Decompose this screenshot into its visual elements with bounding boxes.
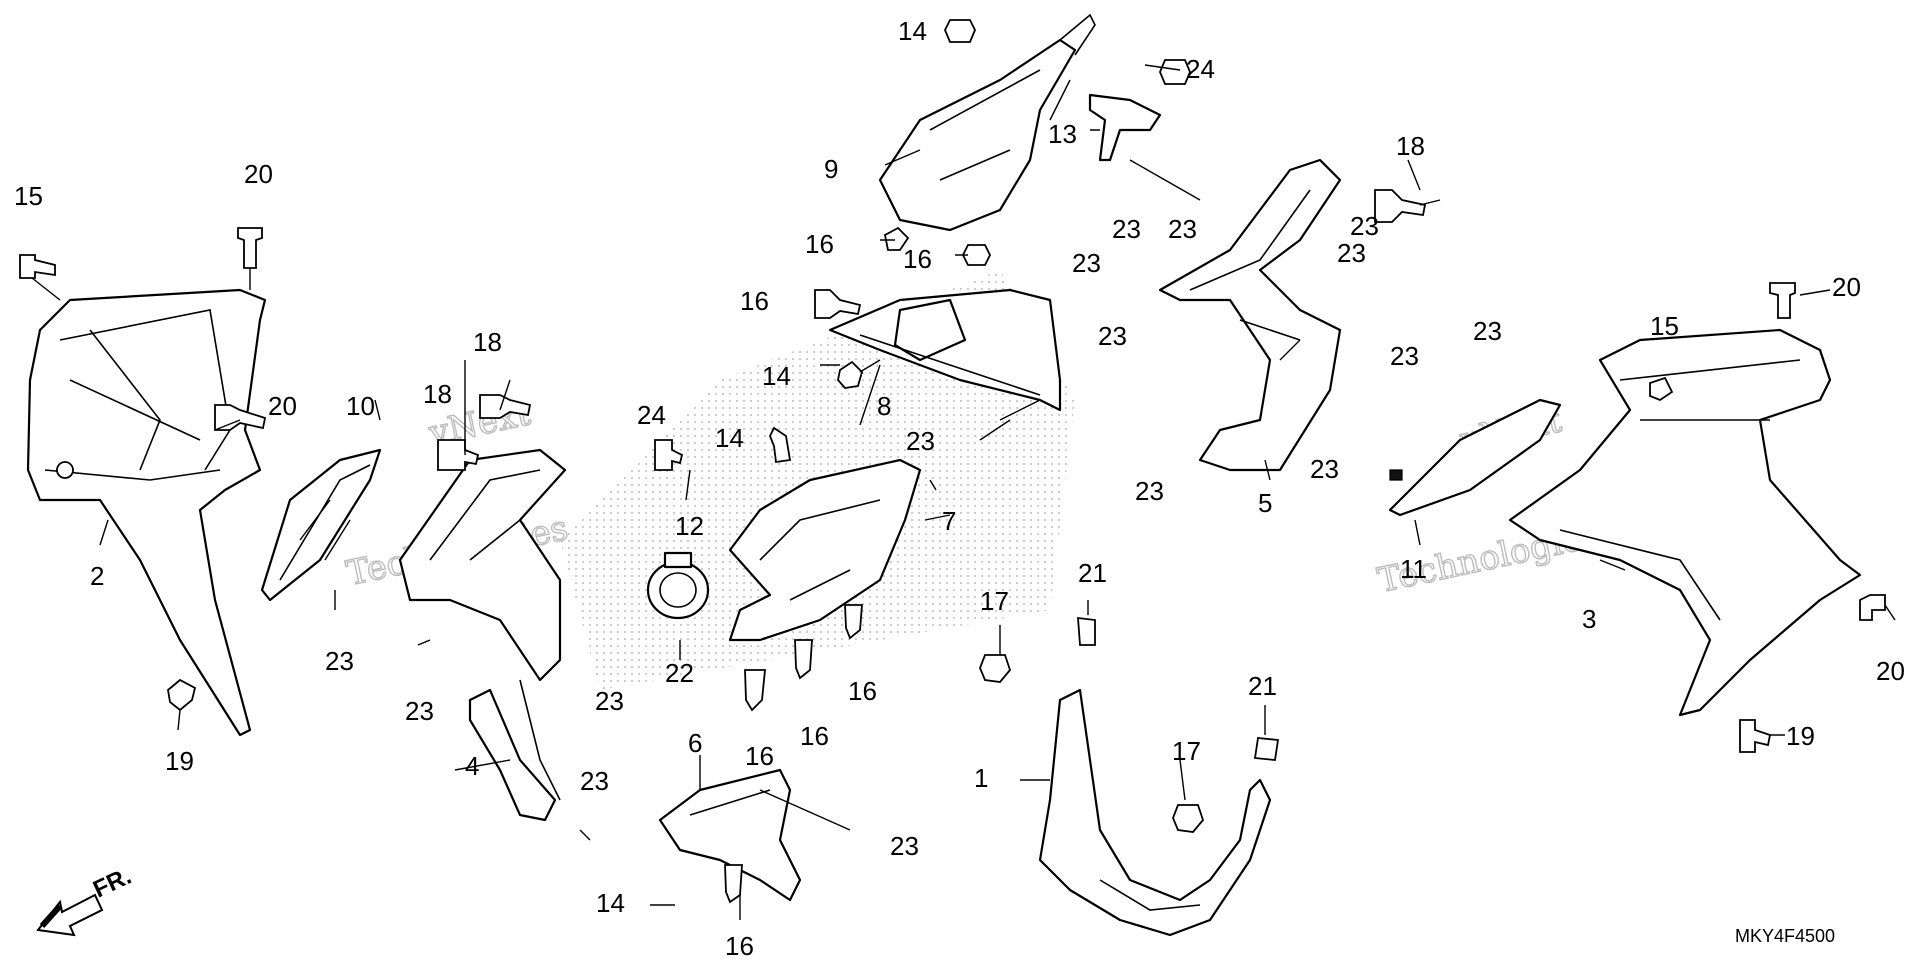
callout-23-o: 23 xyxy=(1310,454,1339,484)
part-3-right-side-cowl xyxy=(1508,328,1862,717)
callout-4: 4 xyxy=(465,751,479,781)
callout-14-b: 14 xyxy=(762,361,791,391)
callout-23-j: 23 xyxy=(1098,321,1127,351)
callout-labels: 2 15 20 20 10 19 23 18 18 23 4 24 12 22 … xyxy=(14,16,1905,960)
callout-23-l: 23 xyxy=(1135,476,1164,506)
callout-16-c: 16 xyxy=(800,721,829,751)
callout-14-a: 14 xyxy=(715,423,744,453)
callout-21-a: 21 xyxy=(1078,558,1107,588)
callout-2: 2 xyxy=(90,561,104,591)
part-1-lower-cowl xyxy=(1038,688,1272,937)
callout-23-n: 23 xyxy=(1390,341,1419,371)
callout-14-c: 14 xyxy=(596,888,625,918)
callout-23-f: 23 xyxy=(890,831,919,861)
part-4-bracket xyxy=(468,679,561,822)
callout-17-b: 17 xyxy=(1172,736,1201,766)
callout-23-h: 23 xyxy=(1168,214,1197,244)
part-12-inner-stay xyxy=(398,448,567,682)
callout-6: 6 xyxy=(688,728,702,758)
callout-13: 13 xyxy=(1048,119,1077,149)
callout-23-m: 23 xyxy=(1473,316,1502,346)
callout-15-right: 15 xyxy=(1650,311,1679,341)
callout-24-b: 24 xyxy=(1186,54,1215,84)
part-13-stay xyxy=(1088,93,1162,162)
callout-18-b: 18 xyxy=(473,327,502,357)
callout-16-f: 16 xyxy=(805,229,834,259)
callout-16-e: 16 xyxy=(725,931,754,960)
callout-12: 12 xyxy=(675,511,704,541)
callout-21-b: 21 xyxy=(1248,671,1277,701)
callout-23-k: 23 xyxy=(1337,238,1366,268)
part-8-upper-inner-cover xyxy=(828,288,1062,412)
callout-18-c: 18 xyxy=(1396,131,1425,161)
callout-19-left: 19 xyxy=(165,746,194,776)
part-22-ring xyxy=(646,551,710,620)
part-5-right-bracket xyxy=(1158,158,1342,472)
part-6-lower-bracket xyxy=(658,768,802,902)
callout-23-a: 23 xyxy=(325,646,354,676)
callout-16-d: 16 xyxy=(848,676,877,706)
callout-24-a: 24 xyxy=(637,400,666,430)
callout-19-right: 19 xyxy=(1786,721,1815,751)
callout-8: 8 xyxy=(877,391,891,421)
callout-5: 5 xyxy=(1258,488,1272,518)
callout-22: 22 xyxy=(665,658,694,688)
callout-14-d: 14 xyxy=(898,16,927,46)
callout-11: 11 xyxy=(1400,554,1427,584)
callout-3: 3 xyxy=(1582,604,1596,634)
callout-15-left: 15 xyxy=(14,181,43,211)
callout-16-b: 16 xyxy=(745,741,774,771)
part-9-meter-panel xyxy=(878,13,1096,232)
callout-20-d: 20 xyxy=(1876,656,1905,686)
callout-16-g: 16 xyxy=(903,244,932,274)
callout-20-c: 20 xyxy=(1832,272,1861,302)
callout-9: 9 xyxy=(824,154,838,184)
callout-16-a: 16 xyxy=(740,286,769,316)
callout-20-a: 20 xyxy=(244,159,273,189)
callout-23-b: 23 xyxy=(405,696,434,726)
part-2-left-side-cowl xyxy=(26,288,267,737)
part-7-center-panel xyxy=(728,458,922,642)
callout-23-d: 23 xyxy=(906,426,935,456)
callout-23-e: 23 xyxy=(580,766,609,796)
callout-20-b: 20 xyxy=(268,391,297,421)
callout-10: 10 xyxy=(346,391,375,421)
callout-1: 1 xyxy=(974,763,988,793)
callout-23-g: 23 xyxy=(1112,214,1141,244)
callout-18-a: 18 xyxy=(423,379,452,409)
callout-7: 7 xyxy=(942,506,956,536)
diagram-code: MKY4F4500 xyxy=(1735,926,1835,946)
fasteners xyxy=(19,19,1886,904)
part-10-left-panel xyxy=(260,448,382,602)
callout-23-c: 23 xyxy=(595,686,624,716)
front-direction-arrow: FR. xyxy=(36,863,136,937)
callout-23-p: 23 xyxy=(1350,211,1379,241)
callout-23-i: 23 xyxy=(1072,248,1101,278)
part-11-right-panel xyxy=(1388,398,1562,517)
leader-lines xyxy=(31,64,1896,920)
callout-17-a: 17 xyxy=(980,586,1009,616)
